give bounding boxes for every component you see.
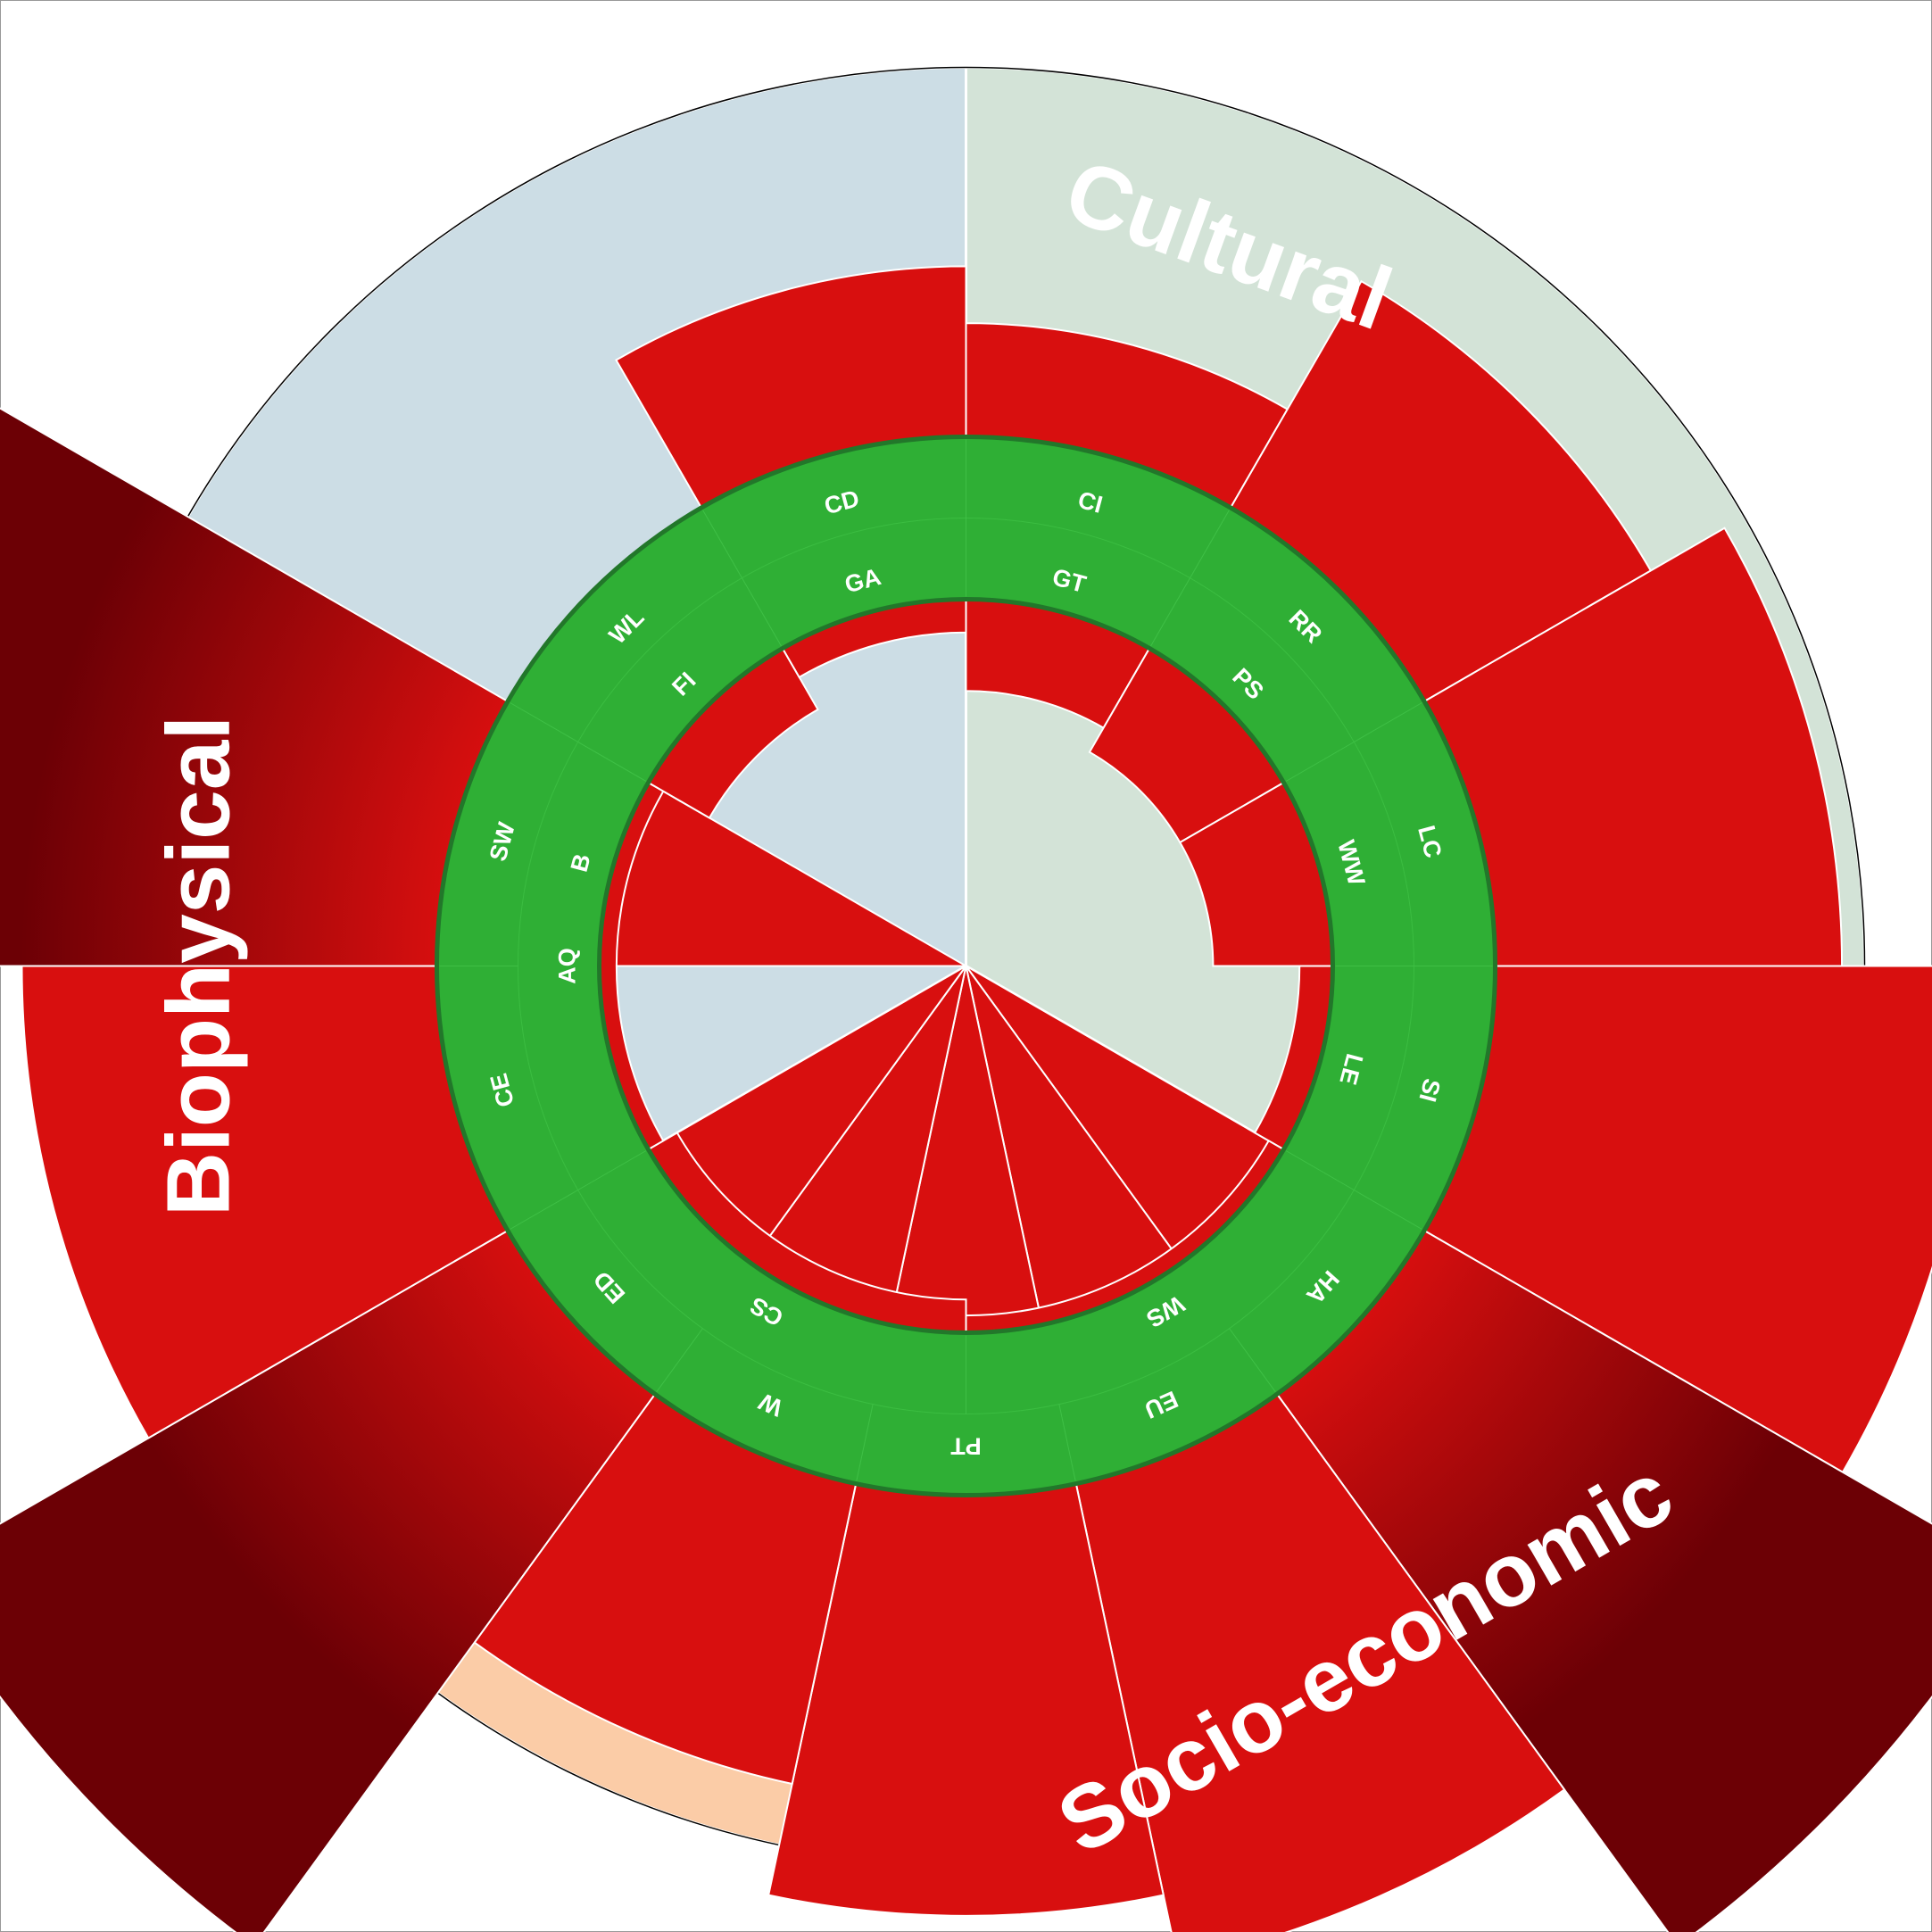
ring-divider-outer xyxy=(1190,510,1230,579)
outer-bar-sw xyxy=(0,407,970,967)
ring-divider-outer xyxy=(1353,702,1422,742)
outer-bar-ha xyxy=(965,965,1932,1932)
ring-divider-outer xyxy=(510,702,579,742)
ring-divider-outer xyxy=(510,1190,579,1230)
ring-divider-outer xyxy=(1353,1190,1422,1230)
ring-divider-inner xyxy=(1150,577,1190,647)
ring-inner-edge xyxy=(597,597,1335,1335)
ring-divider-outer xyxy=(656,1328,703,1393)
ring-divider-inner xyxy=(1285,1150,1355,1190)
ring-divider-inner xyxy=(577,742,647,782)
category-label-biophysical: Biophysical xyxy=(149,716,249,1216)
ring-outer-edge xyxy=(435,435,1497,1497)
outer-label-pt: PT xyxy=(950,1433,982,1460)
ring-divider-outer xyxy=(1229,1328,1276,1393)
ring-divider-outer xyxy=(702,510,742,579)
ring-divider-inner xyxy=(577,1150,647,1190)
inner-label-aq: AQ xyxy=(554,948,581,984)
ring-divider-outer xyxy=(1058,1404,1076,1481)
outer-bar-eu xyxy=(965,965,1566,1932)
green-ring xyxy=(436,436,1496,1496)
indicator-ring xyxy=(435,435,1497,1497)
ring-divider-inner xyxy=(742,577,782,647)
indicator-bars xyxy=(0,265,1932,1932)
ring-divider-outer xyxy=(856,1404,874,1481)
ring-divider-inner xyxy=(1285,742,1355,782)
